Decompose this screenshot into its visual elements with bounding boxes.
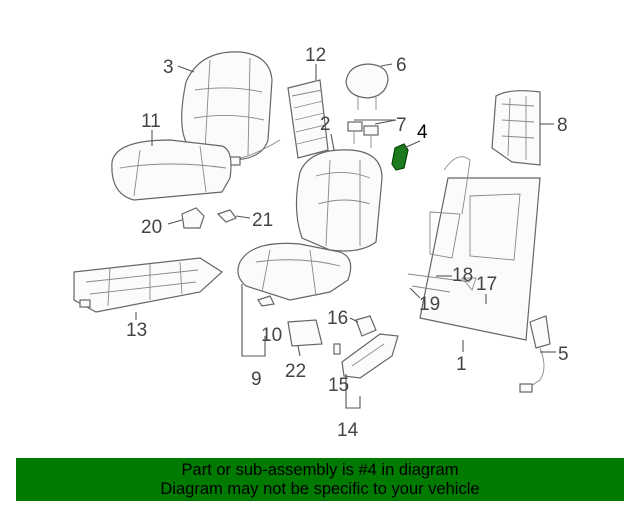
part-14-side-trim[interactable] [341,333,399,379]
leader-9 [241,284,266,357]
leader-6 [380,63,393,67]
leader-20 [167,219,183,225]
banner-line-2: Diagram may not be specific to your vehi… [160,480,480,498]
callout-8: 8 [557,115,568,136]
callout-20: 20 [141,217,162,238]
part-4-highlighted[interactable] [391,143,409,171]
callout-17: 17 [476,274,497,295]
callout-11: 11 [141,111,161,132]
callout-19: 19 [419,294,440,315]
callout-3: 3 [163,57,174,78]
part-11-cushion-cover[interactable] [111,139,232,201]
leader-19 [409,287,421,299]
banner-line-1: Part or sub-assembly is #4 in diagram [181,461,459,479]
callout-18: 18 [452,265,473,286]
part-20-bracket[interactable] [181,207,205,229]
callout-7: 7 [396,115,407,136]
callout-15: 15 [328,375,349,396]
part-1-frame-assembly[interactable] [407,156,541,341]
callout-14: 14 [337,420,359,441]
parts-diagram: 3 12 6 7 4 8 11 [73,45,569,441]
part-10-clip[interactable] [257,295,275,307]
callout-10: 10 [261,325,282,346]
callout-2: 2 [320,114,331,135]
callout-1: 1 [456,354,467,375]
part-3-seat-back-cover[interactable] [181,51,273,161]
leader-16 [349,317,359,323]
leader-21 [235,215,251,219]
callout-5: 5 [558,344,569,365]
callout-21: 21 [252,210,273,231]
leader-14 [345,374,361,409]
part-16-bracket[interactable] [355,315,377,337]
part-8-seat-back-frame[interactable] [491,90,541,166]
part-15-screw[interactable] [333,343,341,355]
callout-9: 9 [251,369,262,390]
info-banner: Part or sub-assembly is #4 in diagram Di… [16,458,624,501]
leader-3 [177,65,195,73]
part-6-headrest[interactable] [345,63,389,110]
part-9-cushion-pad[interactable] [237,242,352,301]
part-13-cushion-frame[interactable] [73,257,223,313]
leader-2 [330,133,335,151]
leader-22 [297,345,301,357]
callout-13: 13 [126,320,147,341]
callout-6: 6 [396,55,407,76]
part-2-seat-back-pad[interactable] [295,149,383,252]
part-7-headrest-guides[interactable] [347,121,379,148]
leader-7 [354,119,397,125]
callout-12: 12 [305,45,326,66]
part-21-clip[interactable] [216,209,237,223]
part-22-trim[interactable] [287,319,323,347]
part-12-heater-pad[interactable] [227,79,329,166]
leader-4 [403,140,421,149]
callout-22: 22 [285,361,306,382]
callout-4: 4 [417,122,428,143]
callout-16: 16 [327,308,348,329]
